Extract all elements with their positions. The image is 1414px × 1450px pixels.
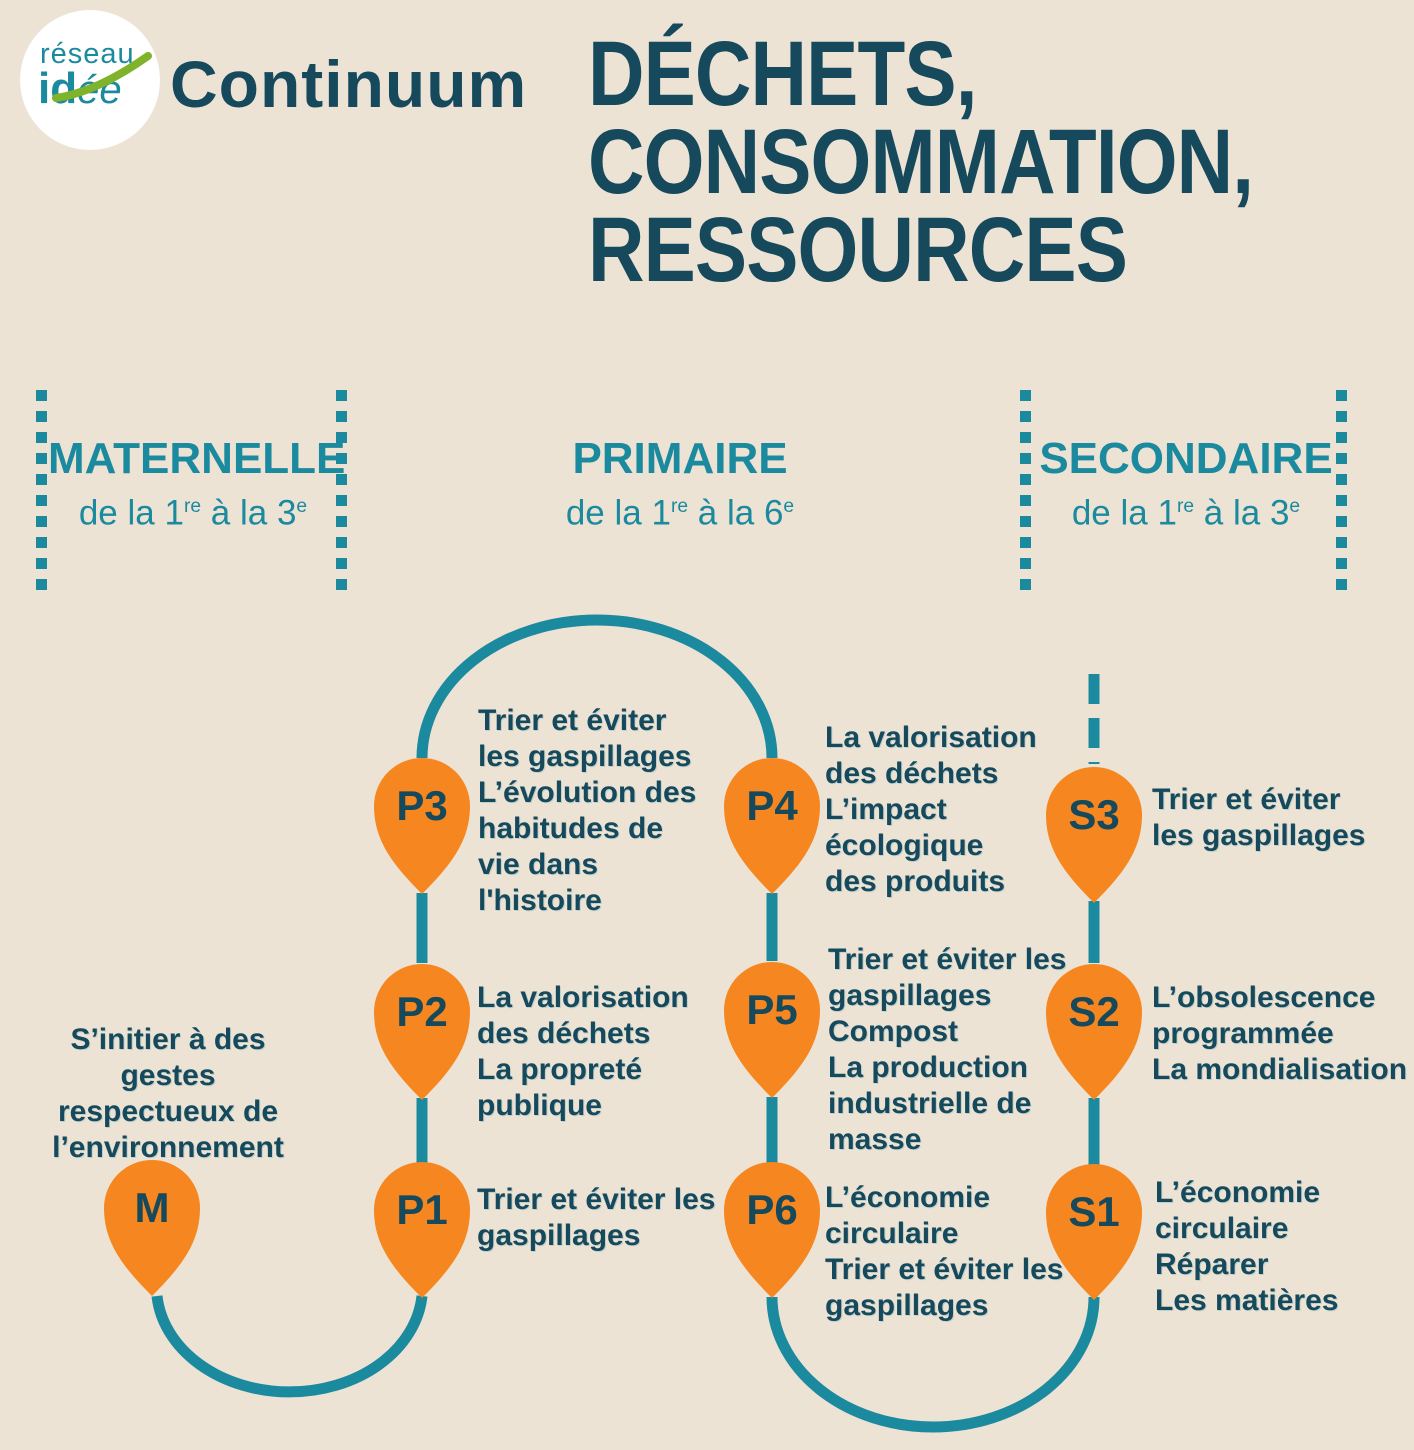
marker-text-line: les gaspillages xyxy=(1152,819,1366,852)
dotted-divider xyxy=(1020,390,1031,590)
marker-pin-p1 xyxy=(374,1162,470,1298)
marker-text-s1: L’économie circulaire Réparer Les matièr… xyxy=(1155,1175,1338,1319)
marker-text-line: circulaire xyxy=(1155,1212,1289,1245)
marker-label-p3: P3 xyxy=(396,782,448,829)
marker-text-line: écologique xyxy=(825,829,984,862)
marker-text-line: des déchets xyxy=(477,1017,651,1050)
marker-text-line: respectueux de xyxy=(57,1095,279,1128)
marker-text-line: gestes xyxy=(120,1059,216,1092)
marker-text-line: Compost xyxy=(828,1015,958,1048)
marker-text-line: gaspillages xyxy=(477,1219,641,1252)
section-range: de la 1re à la 3e xyxy=(1071,493,1301,533)
section-header-secondaire: SECONDAIRE de la 1re à la 3e xyxy=(1036,434,1336,537)
dotted-divider xyxy=(336,390,347,590)
marker-pin-p6 xyxy=(724,1162,820,1298)
page-title-line: RESSOURCES xyxy=(588,199,1128,301)
section-name: MATERNELLE xyxy=(48,434,346,483)
marker-text-line: La mondialisation xyxy=(1152,1053,1408,1086)
path-arch-p3-p4 xyxy=(416,614,778,759)
dotted-divider xyxy=(36,390,47,590)
marker-text-line: industrielle de xyxy=(828,1087,1032,1120)
marker-text-p1: Trier et éviter les gaspillages xyxy=(477,1182,715,1254)
marker-text-p3: Trier et éviter les gaspillages L’évolut… xyxy=(478,703,696,919)
marker-text-line: Réparer xyxy=(1155,1248,1269,1281)
marker-label-p1: P1 xyxy=(396,1186,448,1233)
marker-text-m: S’initier à des gestes respectueux de l’… xyxy=(43,1022,293,1166)
marker-text-line: L’économie xyxy=(825,1181,991,1214)
marker-text-line: gaspillages xyxy=(825,1289,989,1322)
page-title-line: CONSOMMATION, xyxy=(588,111,1254,213)
marker-text-line: circulaire xyxy=(825,1217,959,1250)
marker-text-line: La valorisation xyxy=(477,981,689,1014)
marker-pin-s3 xyxy=(1046,767,1142,903)
marker-pin-p4 xyxy=(724,758,820,894)
marker-text-line: Trier et éviter xyxy=(1152,783,1341,816)
marker-pin-p5 xyxy=(724,962,820,1098)
marker-label-s1: S1 xyxy=(1068,1188,1120,1235)
marker-text-line: L’évolution des xyxy=(478,776,697,809)
marker-pin-p3 xyxy=(374,758,470,894)
marker-text-line: L’économie xyxy=(1155,1176,1321,1209)
marker-text-line: S’initier à des xyxy=(70,1023,266,1056)
marker-text-line: programmée xyxy=(1152,1017,1334,1050)
marker-text-p4: La valorisation des déchets L’impact éco… xyxy=(825,720,1037,900)
page-title: DÉCHETS, CONSOMMATION, RESSOURCES xyxy=(588,23,1254,301)
marker-text-line: l'histoire xyxy=(478,884,602,917)
logo-text-reseau: réseau xyxy=(40,38,135,70)
section-header-primaire: PRIMAIRE de la 1re à la 6e xyxy=(480,434,880,537)
section-range: de la 1re à la 3e xyxy=(78,493,308,533)
marker-text-line: L’obsolescence xyxy=(1152,981,1376,1014)
section-range: de la 1re à la 6e xyxy=(565,493,795,533)
section-name: PRIMAIRE xyxy=(572,434,788,483)
logo-swoosh-icon xyxy=(52,52,152,102)
marker-text-line: vie dans xyxy=(478,848,599,881)
marker-text-s2: L’obsolescence programmée La mondialisat… xyxy=(1152,980,1407,1088)
marker-text-line: des produits xyxy=(825,865,1006,898)
section-header-maternelle: MATERNELLE de la 1re à la 3e xyxy=(48,434,346,537)
marker-text-line: Les matières xyxy=(1155,1284,1339,1317)
path-u-p6-s1 xyxy=(766,1296,1100,1433)
path-u-m-p1 xyxy=(151,1295,428,1398)
marker-text-line: publique xyxy=(477,1089,602,1122)
logo-text-id: id xyxy=(38,64,78,113)
marker-text-line: l’environnement xyxy=(52,1131,284,1164)
marker-text-p6: L’économie circulaire Trier et éviter le… xyxy=(825,1180,1063,1324)
marker-label-p5: P5 xyxy=(746,986,798,1033)
marker-text-line: habitudes de xyxy=(478,812,664,845)
marker-label-s2: S2 xyxy=(1068,988,1120,1035)
marker-pin-s2 xyxy=(1046,964,1142,1100)
dotted-divider xyxy=(1336,390,1347,590)
marker-text-line: La propreté xyxy=(477,1053,643,1086)
page-title-line: DÉCHETS, xyxy=(588,23,977,125)
marker-text-line: masse xyxy=(828,1123,922,1156)
marker-text-s3: Trier et éviter les gaspillages xyxy=(1152,782,1365,854)
marker-text-line: Trier et éviter les xyxy=(477,1183,716,1216)
marker-pin-s1 xyxy=(1046,1164,1142,1300)
logo: réseau idée xyxy=(20,10,160,150)
marker-label-p6: P6 xyxy=(746,1186,798,1233)
marker-text-p2: La valorisation des déchets La propreté … xyxy=(477,980,689,1124)
marker-text-line: La valorisation xyxy=(825,721,1037,754)
marker-pin-p2 xyxy=(374,964,470,1100)
marker-text-line: les gaspillages xyxy=(478,740,692,773)
marker-text-line: La production xyxy=(828,1051,1028,1084)
marker-text-line: gaspillages xyxy=(828,979,992,1012)
marker-text-line: des déchets xyxy=(825,757,999,790)
marker-label-p2: P2 xyxy=(396,988,448,1035)
marker-pin-m xyxy=(104,1160,200,1296)
marker-text-line: Trier et éviter les xyxy=(828,943,1067,976)
marker-label-s3: S3 xyxy=(1068,791,1120,838)
heading-prefix: Continuum xyxy=(170,47,528,121)
marker-text-line: Trier et éviter les xyxy=(825,1253,1064,1286)
marker-text-p5: Trier et éviter les gaspillages Compost … xyxy=(828,942,1066,1158)
marker-text-line: L’impact xyxy=(825,793,947,826)
marker-text-line: Trier et éviter xyxy=(478,704,667,737)
section-name: SECONDAIRE xyxy=(1039,434,1333,483)
marker-label-m: M xyxy=(134,1184,170,1231)
marker-label-p4: P4 xyxy=(746,782,798,829)
